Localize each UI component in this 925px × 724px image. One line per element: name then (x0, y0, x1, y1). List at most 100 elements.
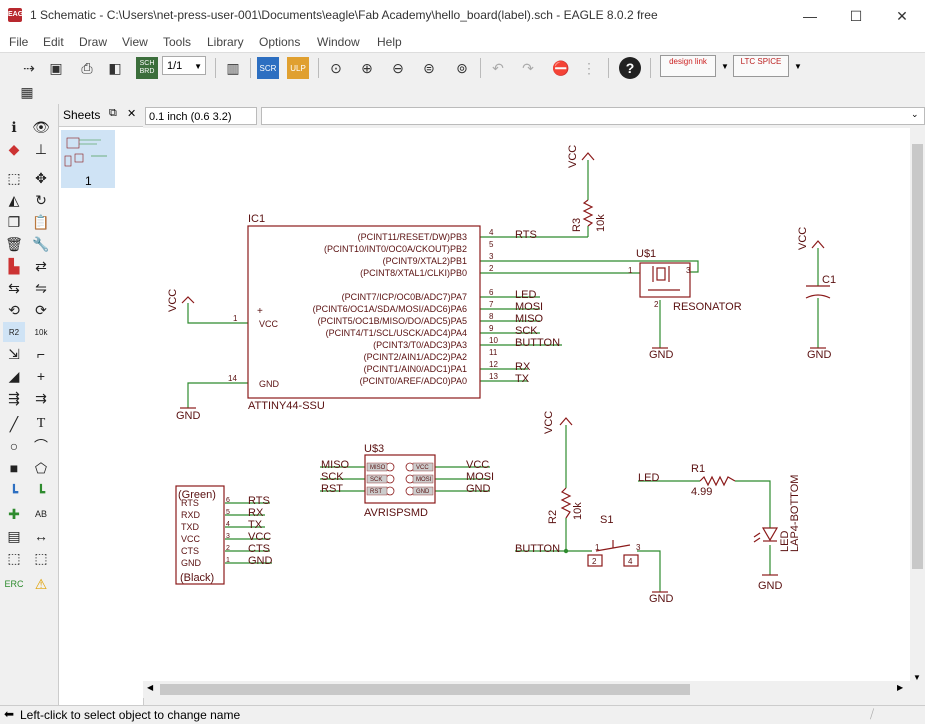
vertical-scrollbar[interactable]: ▼ (910, 128, 925, 698)
print-icon[interactable]: ⎙ (81, 59, 93, 76)
design-link-button[interactable]: design link (660, 55, 716, 77)
redo-icon[interactable]: ↷ (522, 59, 534, 76)
zoom-select-icon[interactable]: ⊚ (456, 59, 468, 76)
sheets-icon[interactable]: ▥ (226, 59, 240, 76)
save-icon[interactable]: ▣ (49, 59, 63, 76)
delete-icon[interactable]: 🗑 (5, 235, 23, 252)
smash-icon[interactable]: ⇲ (8, 345, 20, 362)
miter-icon[interactable]: ⌐ (36, 346, 46, 362)
chevron-right-icon[interactable]: ▶ (897, 683, 904, 692)
split-wire-icon[interactable]: ◢ (8, 367, 20, 384)
sch-brd-switch-button[interactable]: SCH BRD (136, 57, 158, 79)
info-icon[interactable]: ℹ (11, 118, 17, 135)
zoom-in-icon[interactable]: ⊕ (361, 59, 373, 76)
menu-file[interactable]: File (9, 35, 29, 49)
junction-icon[interactable]: ✚ (8, 505, 20, 522)
route-icon[interactable]: ⇉ (35, 389, 47, 406)
zoom-out-icon[interactable]: ⊖ (392, 59, 404, 76)
rotate-icon[interactable]: ↻ (35, 191, 47, 208)
chevron-down-icon[interactable]: ▼ (913, 673, 921, 682)
menu-tools[interactable]: Tools (163, 35, 192, 49)
split-icon[interactable]: ⟳ (35, 301, 47, 318)
arc-icon[interactable]: ⌒ (34, 438, 48, 454)
label-icon[interactable]: AB (34, 509, 47, 519)
undock-icon[interactable]: ⧉ (109, 107, 117, 119)
cam-icon[interactable]: ◧ (108, 59, 122, 76)
sheets-title: Sheets (63, 108, 101, 122)
text-icon[interactable]: T (36, 416, 46, 431)
ltspice-button[interactable]: LTC SPICE (733, 55, 789, 77)
attribute-icon[interactable]: ▤ (7, 527, 21, 544)
gateswap-icon[interactable]: ⇋ (35, 279, 47, 296)
chevron-down-icon[interactable]: ▼ (794, 62, 802, 71)
erc-icon[interactable]: ERC (4, 579, 24, 589)
group-icon[interactable]: ⬚ (7, 169, 21, 186)
rect-icon[interactable]: ■ (9, 460, 19, 476)
vcc-label: VCC (167, 289, 179, 312)
menu-draw[interactable]: Draw (79, 35, 108, 49)
bus-icon[interactable]: ┗ (9, 483, 19, 500)
value-tool-icon[interactable]: 10k (34, 327, 48, 337)
go-icon[interactable]: ⋮ (582, 59, 596, 76)
ftdi-pin-num: 2 (226, 545, 230, 552)
name-tool-icon[interactable]: R2 (3, 322, 25, 342)
move-icon[interactable]: ✥ (35, 169, 47, 186)
sheet-thumbnail[interactable]: 1 (61, 130, 115, 188)
maximize-button[interactable]: ☐ (849, 8, 863, 24)
pinswap-icon[interactable]: ⇆ (8, 279, 20, 296)
horizontal-scrollbar[interactable]: ◀ ▶ (143, 681, 910, 698)
script-button[interactable]: SCR (257, 57, 279, 79)
stop-icon[interactable]: ⛔ (552, 59, 570, 76)
layers-icon[interactable]: ◆ (8, 140, 20, 157)
ftdi-pin-label: VCC (181, 534, 201, 544)
zoom-fit-icon[interactable]: ⊙ (330, 59, 342, 76)
optimize-icon[interactable]: ⇶ (8, 389, 20, 406)
menu-window[interactable]: Window (317, 35, 360, 49)
mirror-icon[interactable]: ◭ (8, 191, 20, 208)
help-button[interactable]: ? (619, 57, 641, 79)
chevron-left-icon[interactable]: ◀ (147, 683, 154, 692)
zoom-select[interactable]: 1/1▼ (162, 56, 206, 75)
circle-icon[interactable]: ○ (9, 438, 19, 454)
replace-icon[interactable]: ⇄ (35, 257, 47, 274)
add-icon[interactable]: ▙ (8, 257, 20, 274)
dimension-icon[interactable]: ↔ (34, 528, 48, 544)
chevron-down-icon[interactable]: ▼ (721, 62, 729, 71)
invoke-icon[interactable]: ⟲ (8, 301, 20, 318)
vertical-scroll-thumb[interactable] (912, 144, 923, 569)
minimize-button[interactable]: — (803, 8, 817, 24)
close-button[interactable]: ✕ (896, 8, 908, 24)
ic1-pin-num: 4 (489, 228, 494, 237)
show-icon[interactable]: 👁 (32, 118, 50, 135)
u3-pin-label: SCK (370, 477, 382, 483)
wrench-icon[interactable]: 🔧 (32, 235, 50, 252)
polygon-icon[interactable]: ⬠ (34, 459, 48, 476)
schematic-canvas[interactable]: IC1 ATTINY44-SSU + 1 VCC 14 GND (PCINT11… (143, 128, 910, 681)
menu-help[interactable]: Help (377, 35, 402, 49)
command-input[interactable] (261, 107, 925, 125)
copy-icon[interactable]: ❐ (7, 213, 21, 230)
warning-icon[interactable]: ⚠ (34, 575, 48, 592)
open-icon[interactable]: ⇢ (23, 59, 35, 76)
ic1-pin-label: (PCINT0/AREF/ADC0)PA0 (360, 376, 467, 386)
frame-icon[interactable]: ⬚ (7, 549, 21, 566)
menu-library[interactable]: Library (207, 35, 244, 49)
grid-icon[interactable]: ▦ (20, 83, 34, 100)
net-icon[interactable]: ┗ (36, 483, 46, 500)
coordinate-display: 0.1 inch (0.6 3.2) (145, 107, 257, 125)
paste-icon[interactable]: 📋 (32, 213, 50, 230)
chevron-down-icon[interactable]: ⌄ (911, 109, 919, 119)
ic1-pin-label: (PCINT6/OC1A/SDA/MOSI/ADC6)PA6 (313, 304, 467, 314)
mark-icon[interactable]: ⊥ (34, 140, 48, 157)
close-icon[interactable]: ✕ (127, 108, 137, 120)
ulp-button[interactable]: ULP (287, 57, 309, 79)
line-icon[interactable]: ╱ (9, 415, 19, 432)
horizontal-scroll-thumb[interactable] (160, 684, 690, 695)
menu-view[interactable]: View (122, 35, 148, 49)
menu-edit[interactable]: Edit (43, 35, 64, 49)
undo-icon[interactable]: ↶ (492, 59, 504, 76)
junction-edit-icon[interactable]: + (36, 368, 46, 384)
menu-options[interactable]: Options (259, 35, 301, 49)
module-icon[interactable]: ⬚ (34, 549, 48, 566)
zoom-redraw-icon[interactable]: ⊜ (423, 59, 435, 76)
